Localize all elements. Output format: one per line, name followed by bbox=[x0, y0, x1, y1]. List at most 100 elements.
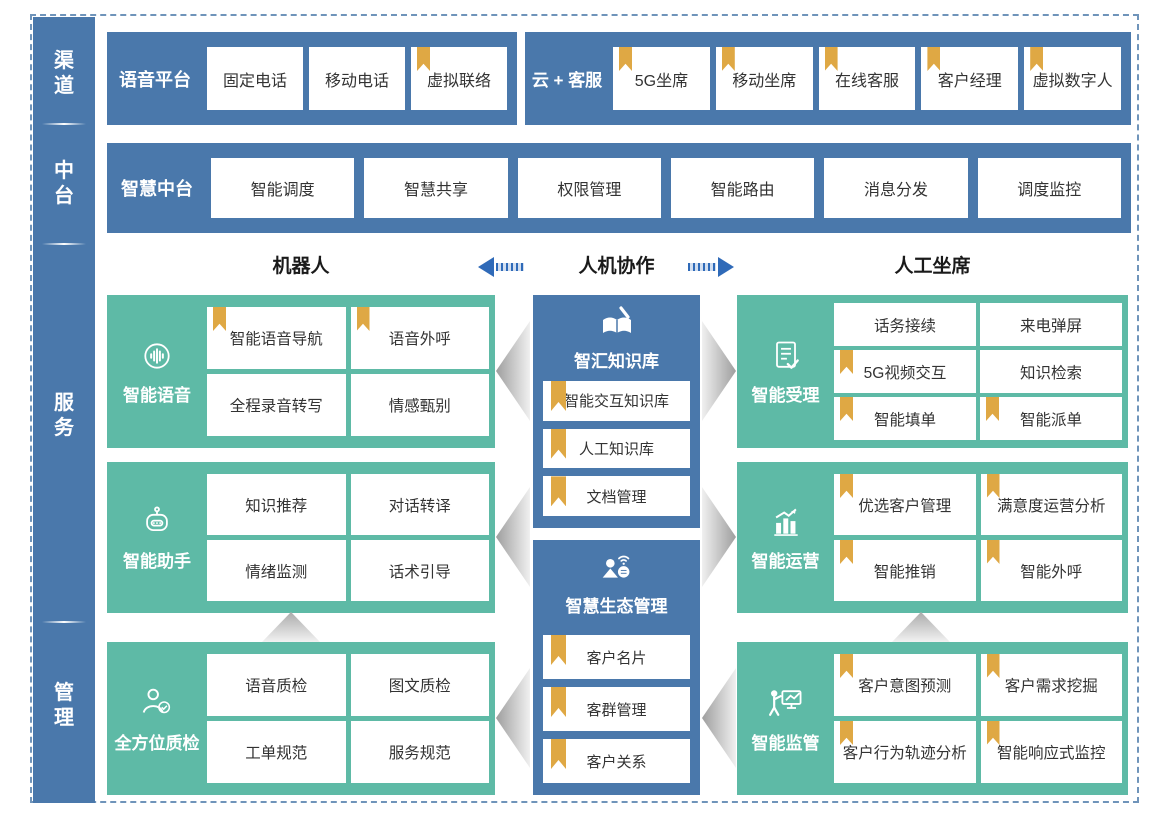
feature-item: 客户意图预测 bbox=[834, 654, 976, 716]
feature-item-label: 移动坐席 bbox=[732, 72, 797, 90]
feature-item: 智能推销 bbox=[834, 540, 976, 601]
sidebar-layer-label: 管理 bbox=[33, 681, 95, 731]
feature-item: 文档管理 bbox=[543, 476, 690, 517]
sidebar-layer-text: 管理 bbox=[54, 682, 74, 729]
feature-item: 虚拟数字人 bbox=[1024, 47, 1121, 110]
service-block: 智能监管客户意图预测 客户需求挖掘客户行为轨迹分析智能响应式监控 bbox=[737, 642, 1128, 795]
knowledge-block-title: 智慧生态管理 bbox=[565, 597, 668, 616]
human-agent-section-title: 人工坐席 bbox=[894, 256, 971, 277]
bookmark-icon bbox=[840, 350, 853, 374]
feature-item: 对话转译 bbox=[350, 474, 489, 535]
feature-item: 5G坐席 bbox=[613, 47, 710, 110]
feature-item-label: 权限管理 bbox=[557, 182, 622, 199]
feature-item-label: 智能交互知识库 bbox=[563, 393, 669, 411]
smart-midplatform-block: 智慧中台 智能调度智慧共享权限管理智能路由消息分发调度监控 bbox=[107, 143, 1131, 233]
service-block-title: 智能监管 bbox=[751, 733, 820, 753]
feature-item: 智能派单 bbox=[980, 397, 1122, 440]
bookmark-icon bbox=[551, 381, 566, 411]
bookmark-icon bbox=[840, 721, 853, 745]
knowledge-block: 智慧生态管理客户名片客群管理客户关系 bbox=[533, 540, 700, 795]
bookmark-icon bbox=[356, 307, 370, 331]
bookmark-icon bbox=[551, 476, 566, 507]
bookmark-icon bbox=[986, 397, 999, 421]
feature-item: 客户关系 bbox=[543, 739, 690, 783]
cloud-service-label: 云 + 客服 bbox=[531, 71, 603, 90]
right-arrow-icon bbox=[688, 257, 734, 277]
bookmark-icon bbox=[986, 721, 1000, 745]
service-block-title: 智能语音 bbox=[123, 385, 191, 405]
right-arrowhead-icon bbox=[718, 257, 734, 277]
feature-item: 客户行为轨迹分析 bbox=[834, 721, 976, 783]
bookmark-icon bbox=[721, 47, 735, 71]
feature-item-label: 话务接续 bbox=[873, 317, 936, 335]
voice-platform-block: 语音平台 固定电话移动电话虚拟联络 bbox=[107, 32, 517, 125]
feature-item: 话术引导 bbox=[350, 540, 489, 601]
bookmark-icon bbox=[1030, 47, 1044, 71]
service-block-title: 智能助手 bbox=[123, 551, 191, 571]
feature-item: 智能响应式监控 bbox=[980, 721, 1122, 783]
feature-item: 智能语音导航 bbox=[207, 307, 346, 369]
document-check-icon bbox=[768, 338, 804, 374]
bookmark-icon bbox=[840, 474, 853, 498]
feature-item-label: 图文质检 bbox=[388, 678, 451, 695]
feature-item: 移动电话 bbox=[309, 47, 405, 110]
monitor-icon bbox=[766, 684, 806, 722]
feature-item: 服务规范 bbox=[350, 721, 489, 783]
left-arrow-icon bbox=[478, 257, 524, 277]
smart-midplatform-items: 智能调度智慧共享权限管理智能路由消息分发调度监控 bbox=[207, 158, 1131, 218]
feature-item-label: 知识检索 bbox=[1019, 364, 1082, 382]
feature-item-label: 智能派单 bbox=[1019, 411, 1082, 429]
feature-item-label: 智能路由 bbox=[710, 182, 775, 199]
feature-item: 全程录音转写 bbox=[207, 374, 346, 436]
feature-item: 消息分发 bbox=[824, 158, 968, 218]
voice-platform-items: 固定电话移动电话虚拟联络 bbox=[203, 47, 517, 110]
feature-item-label: 对话转译 bbox=[388, 497, 451, 515]
feature-item: 知识检索 bbox=[980, 350, 1122, 393]
feature-item: 情感甄别 bbox=[350, 374, 489, 436]
feature-item-label: 客户行为轨迹分析 bbox=[842, 745, 967, 762]
bookmark-icon bbox=[551, 428, 566, 459]
feature-item-label: 客户需求挖掘 bbox=[1004, 678, 1098, 695]
feature-item: 虚拟联络 bbox=[411, 47, 507, 110]
feature-item-label: 智能推销 bbox=[873, 563, 936, 581]
sidebar-layer-label: 中台 bbox=[33, 159, 95, 209]
bookmark-icon bbox=[840, 397, 853, 421]
voice-platform-label: 语音平台 bbox=[119, 69, 191, 90]
feature-item-label: 情绪监测 bbox=[245, 563, 308, 581]
service-block: 智能助手 知识推荐 对话转译情绪监测 话术引导 bbox=[107, 462, 495, 613]
feature-item: 优选客户管理 bbox=[834, 474, 976, 535]
feature-item-label: 情感甄别 bbox=[388, 398, 451, 415]
feature-item: 满意度运营分析 bbox=[980, 474, 1122, 535]
feature-item-label: 客户名片 bbox=[586, 649, 647, 667]
cloud-service-items: 5G坐席移动坐席在线客服客户经理虚拟数字人 bbox=[609, 47, 1131, 110]
service-block-title: 智能运营 bbox=[751, 551, 820, 571]
feature-item-label: 智能调度 bbox=[250, 182, 315, 199]
service-block-label: 智能受理 bbox=[737, 295, 834, 448]
feature-item-label: 人工知识库 bbox=[578, 441, 654, 458]
service-block-title: 全方位质检 bbox=[114, 733, 200, 753]
feature-item-label: 5G视频交互 bbox=[863, 364, 947, 382]
robot-section-title: 机器人 bbox=[272, 256, 330, 277]
feature-item-label: 智能外呼 bbox=[1020, 563, 1083, 581]
feature-item: 在线客服 bbox=[818, 47, 916, 110]
service-block: 全方位质检语音质检图文质检工单规范服务规范 bbox=[107, 642, 495, 795]
feature-item-label: 调度监控 bbox=[1017, 182, 1082, 199]
feature-item-label: 虚拟联络 bbox=[426, 72, 491, 90]
service-block-items: 知识推荐 对话转译情绪监测 话术引导 bbox=[207, 462, 495, 613]
service-block: 智能语音智能语音导航语音外呼全程录音转写情感甄别 bbox=[107, 295, 495, 448]
service-block-items: 语音质检图文质检工单规范服务规范 bbox=[207, 642, 495, 795]
feature-item: 智能调度 bbox=[211, 158, 355, 218]
feature-item-label: 知识推荐 bbox=[245, 497, 308, 515]
service-block-title: 智能受理 bbox=[751, 385, 820, 405]
feature-item: 人工知识库 bbox=[543, 428, 690, 469]
knowledge-block-header: 智慧生态管理 bbox=[533, 540, 700, 617]
feature-item-label: 来电弹屏 bbox=[1019, 317, 1082, 335]
service-block: 智能运营优选客户管理满意度运营分析智能推销 智能外呼 bbox=[737, 462, 1128, 613]
feature-item-label: 话术引导 bbox=[388, 563, 451, 581]
feature-item-label: 服务规范 bbox=[388, 745, 451, 762]
feature-item-label: 客户关系 bbox=[586, 753, 647, 771]
feature-item: 语音质检 bbox=[207, 654, 346, 716]
feature-item-label: 消息分发 bbox=[863, 182, 928, 199]
feature-item-label: 移动电话 bbox=[324, 72, 389, 90]
